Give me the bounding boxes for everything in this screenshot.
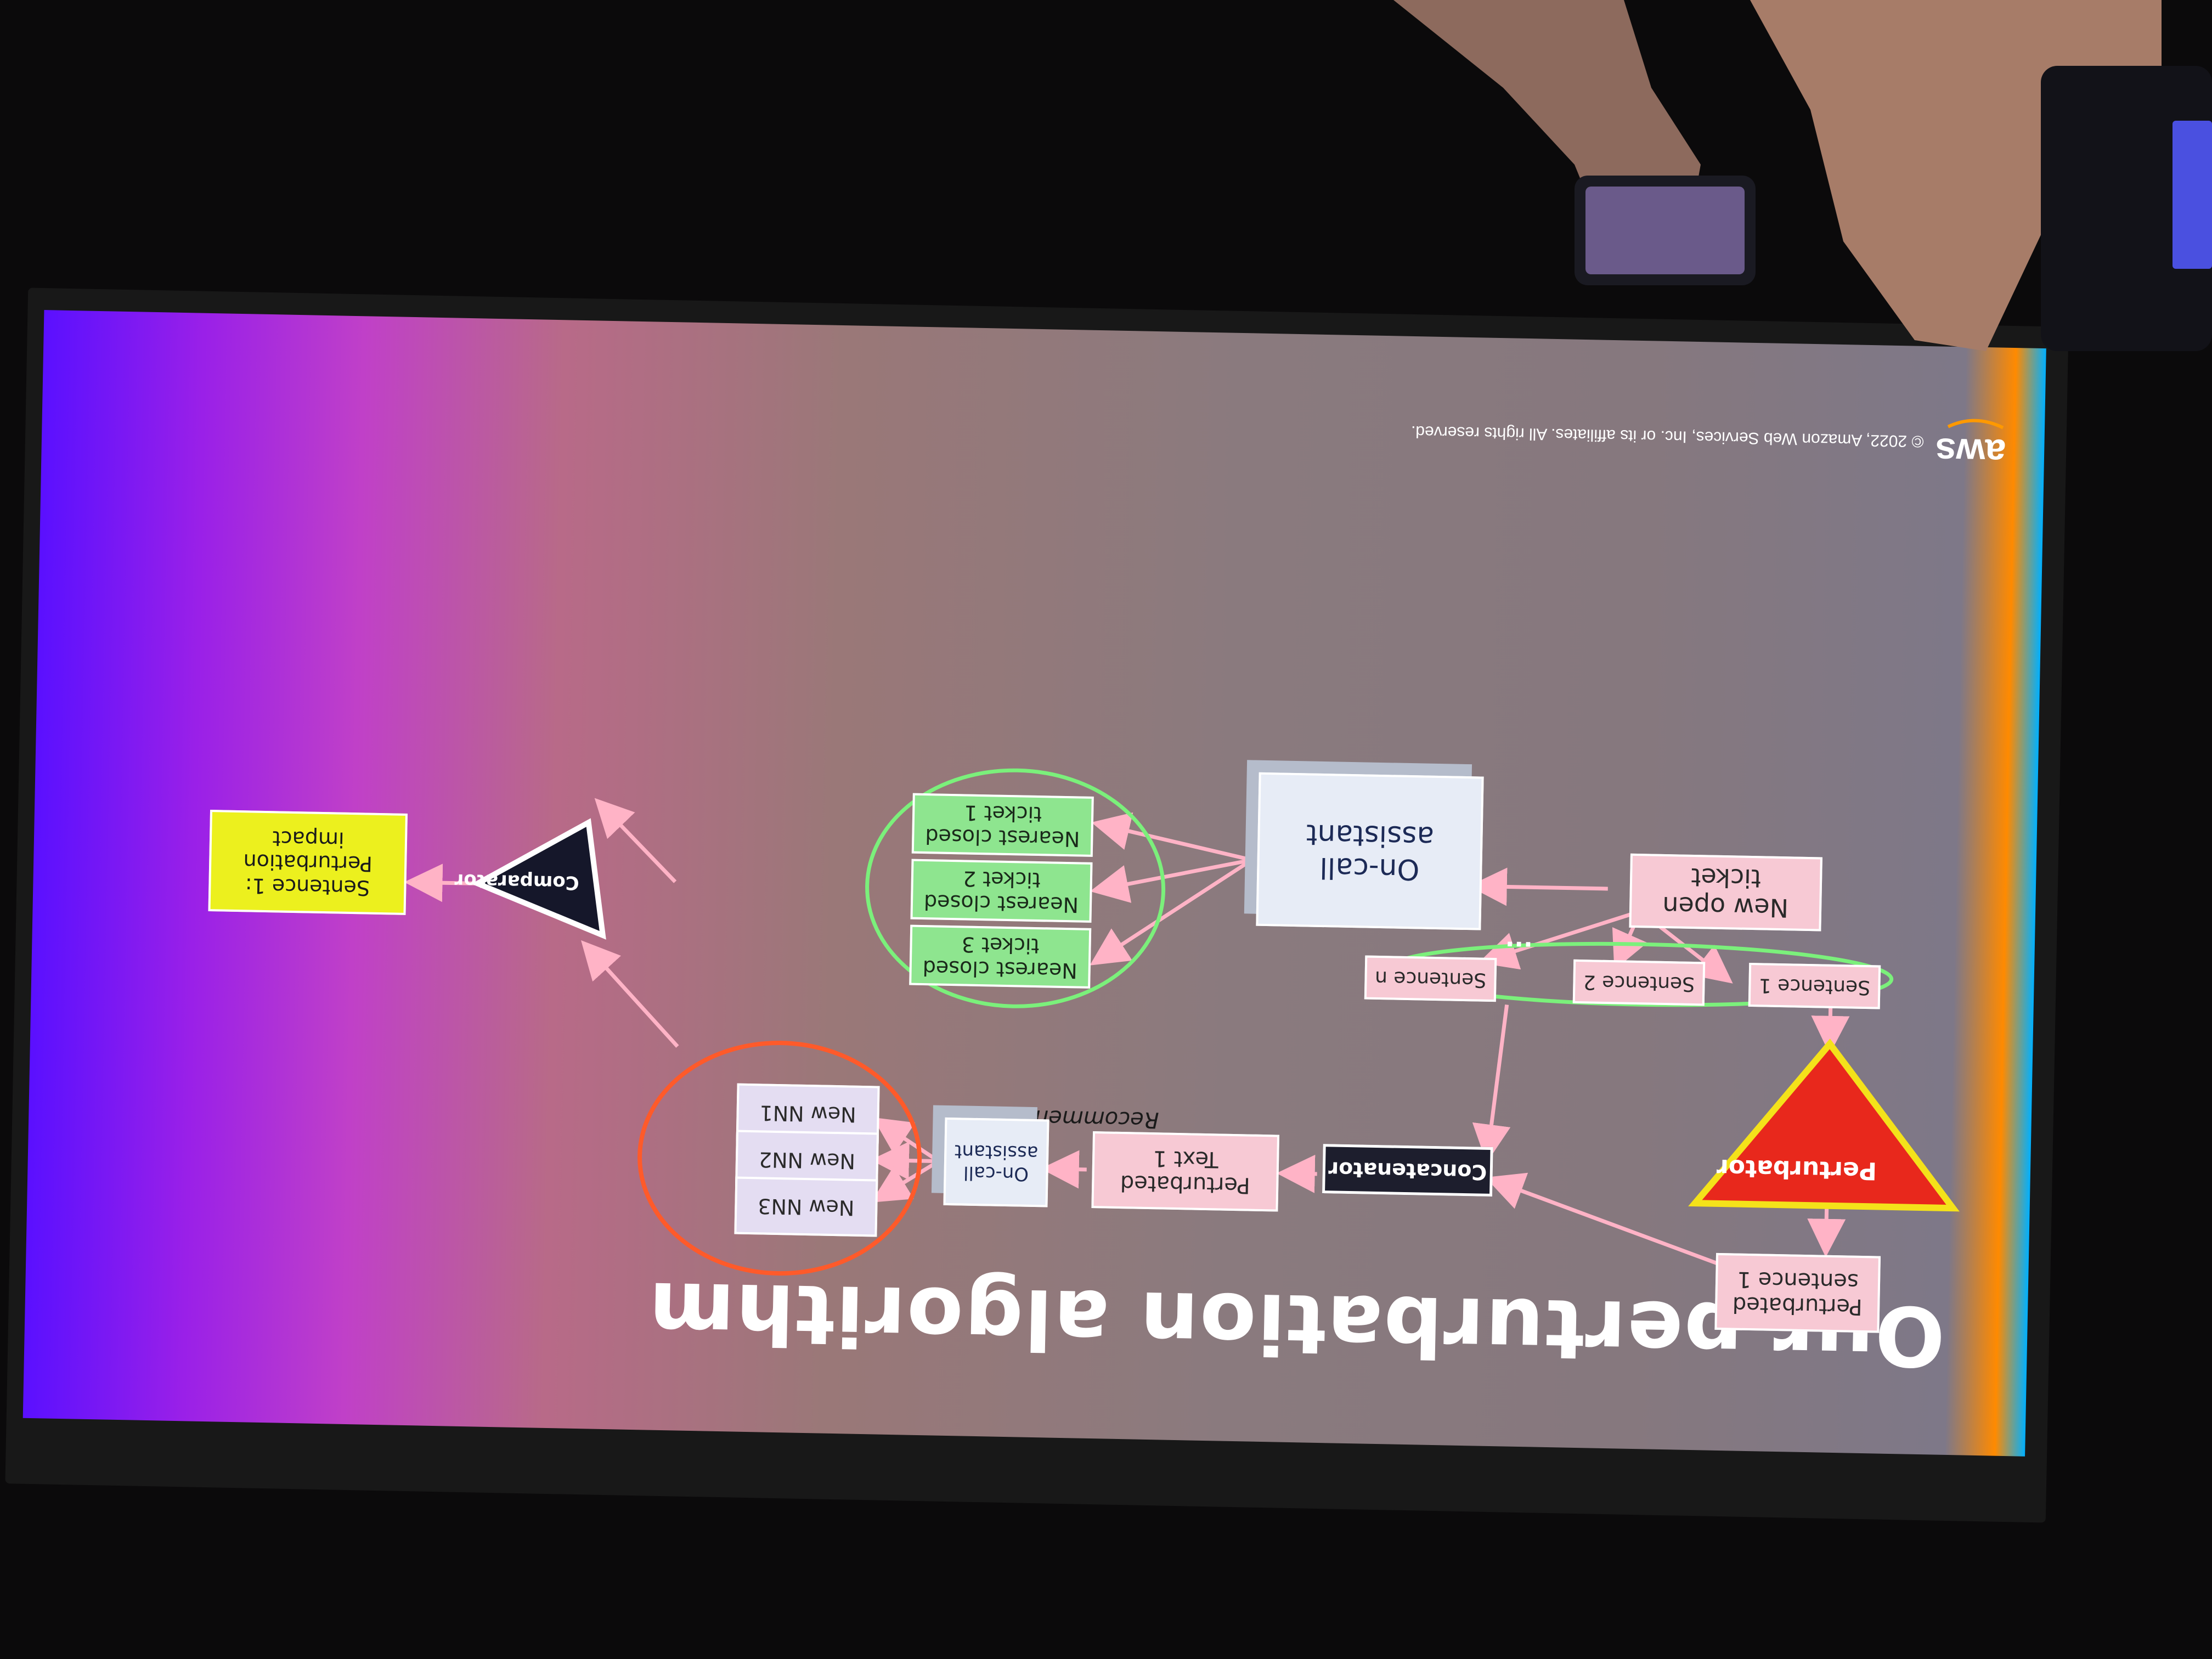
- nearest-closed-ticket-3: Nearest closed ticket 3: [909, 924, 1092, 989]
- arrow-nc-group-to-comparator: [594, 798, 677, 883]
- concatenator-box: Concatenator: [1322, 1144, 1493, 1197]
- arrow-nn-group-to-comparator: [581, 940, 679, 1048]
- arrow-assistant-to-nc2: [1090, 858, 1252, 903]
- arrow-ticket-to-assistant: [1468, 867, 1608, 906]
- comparator-label: Comparator: [454, 869, 580, 894]
- arrow-assistant-to-nc1: [1091, 812, 1252, 862]
- perturbator-label: Perturbator: [1716, 1153, 1877, 1185]
- aws-smile-icon: [1947, 419, 2004, 430]
- sentence-n-box: Sentence n: [1364, 955, 1497, 1002]
- on-call-assistant-cube: On-call assistant: [1256, 772, 1484, 930]
- nearest-closed-ticket-1: Nearest closed ticket 1: [911, 793, 1094, 857]
- aws-logo-text: aws: [1934, 430, 2006, 473]
- phone-right-icon: [2041, 66, 2212, 351]
- arrow-assistant2-to-nn2: [871, 1141, 939, 1180]
- sentence-2-box: Sentence 2: [1572, 959, 1706, 1006]
- sentence-1-box: Sentence 1: [1748, 962, 1881, 1009]
- arrow-comparator-to-result: [404, 864, 483, 902]
- sentence-ellipsis: ...: [1504, 935, 1533, 964]
- projector-screen-frame: Our perturbation algorithm Recommendatio…: [5, 287, 2069, 1523]
- audience-hands-with-phones: [1393, 0, 2212, 351]
- arrow-assistant2-to-nn3: [871, 1159, 940, 1203]
- new-nn3-box: New NN3: [734, 1176, 878, 1237]
- projected-slide: Our perturbation algorithm Recommendatio…: [22, 310, 2046, 1457]
- arrow-ticket-to-sentencen: [1478, 909, 1641, 970]
- arrow-perturbator-to-perturbated-sentence: [1807, 1205, 1846, 1257]
- arrow-assistant2-to-nn1: [872, 1117, 940, 1163]
- perturbated-text-box: Perturbated Text 1: [1091, 1131, 1280, 1212]
- new-nn-group-ellipse: [637, 1041, 922, 1276]
- arrow-concatenator-to-perturbated-text: [1276, 1154, 1317, 1193]
- perturbated-sentence-box: Perturbated sentence 1: [1714, 1252, 1881, 1333]
- comparator-shape: [471, 818, 606, 940]
- on-call-assistant-2-cube: On-call assistant: [943, 1117, 1049, 1207]
- slide-content-upside-down: Our perturbation algorithm Recommendatio…: [23, 310, 2046, 1457]
- perturbation-impact-box: Sentence 1: Perturbation impact: [208, 810, 408, 915]
- new-open-ticket-box: New open ticket: [1629, 853, 1822, 932]
- nearest-closed-ticket-2: Nearest closed ticket 2: [910, 859, 1093, 923]
- perturbator-shape: [1688, 1039, 1960, 1212]
- nearest-closed-group-ellipse: [865, 768, 1166, 1008]
- arrow-sentencen-to-concatenator: [1472, 1005, 1511, 1163]
- arrow-assistant-to-nc3: [1090, 858, 1253, 966]
